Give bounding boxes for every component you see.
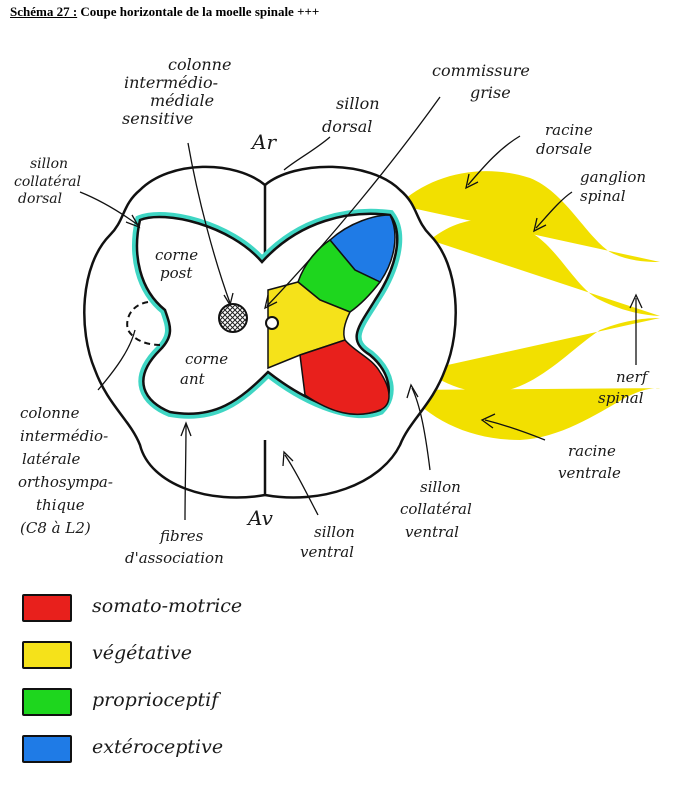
dorsal-root-inner [430,219,660,316]
zone-exteroceptive [328,214,396,283]
label-sillon-collateral-dorsal: sillon collatéral dorsal [14,156,81,207]
svg-text:ventrale: ventrale [558,464,621,482]
central-canal [265,316,279,330]
label-ar: Ar [250,130,277,154]
legend-swatch-vegetative [22,641,72,669]
svg-text:nerf: nerf [616,368,650,386]
svg-text:ant: ant [180,370,206,388]
label-fibres-association: fibres d'association [125,527,224,567]
svg-text:sillon: sillon [336,94,380,113]
svg-text:sillon: sillon [314,523,355,541]
svg-text:corne: corne [155,246,198,264]
svg-text:intermédio-: intermédio- [20,427,108,445]
svg-text:grise: grise [470,83,511,102]
svg-text:ventral: ventral [300,543,354,561]
legend-swatch-exteroceptive [22,735,72,763]
legend-label-vegetative: végétative [92,642,193,664]
svg-text:(C8 à L2): (C8 à L2) [20,519,91,537]
label-sillon-collateral-ventral: sillon collatéral ventral [400,478,472,541]
svg-text:spinal: spinal [598,389,644,407]
svg-text:commissure: commissure [432,61,530,80]
svg-text:orthosympa-: orthosympa- [18,473,113,491]
label-nerf-spinal: nerf spinal [598,368,650,407]
legend-label-somato-motrice: somato-motrice [92,595,243,617]
label-sillon-dorsal: sillon dorsal [322,94,380,136]
legend-label-proprioceptif: proprioceptif [92,689,219,711]
svg-text:dorsal: dorsal [322,117,372,136]
svg-text:fibres: fibres [159,527,204,545]
figure-title-text: Coupe horizontale de la moelle spinale +… [77,4,320,19]
svg-text:corne: corne [185,350,228,368]
svg-text:sensitive: sensitive [122,109,193,128]
figure-title: Schéma 27 : Coupe horizontale de la moel… [10,4,319,20]
svg-text:d'association: d'association [125,549,224,567]
ventral-root-outline [425,318,660,393]
svg-text:médiale: médiale [150,91,214,110]
svg-text:racine: racine [545,121,593,139]
svg-text:colonne: colonne [20,404,80,422]
ventral-root-inner [405,388,660,440]
svg-text:collatéral: collatéral [400,500,472,518]
label-corne-post: corne post [155,246,198,282]
svg-text:thique: thique [36,496,85,514]
svg-text:collatéral: collatéral [14,174,81,190]
svg-text:dorsale: dorsale [536,140,592,158]
svg-text:post: post [160,264,193,282]
intermediolateral-column [126,301,161,346]
label-colonne-intermedio-laterale: colonne intermédio- latérale orthosympa-… [18,404,113,537]
svg-text:sillon: sillon [420,478,461,496]
label-ganglion-spinal: ganglion spinal [580,168,646,205]
pointer-lines [79,96,643,521]
svg-text:colonne: colonne [168,55,231,74]
svg-text:spinal: spinal [580,187,626,205]
svg-text:sillon: sillon [30,156,68,172]
label-colonne-intermedio-mediale: colonne intermédio- médiale sensitive [122,55,231,128]
svg-text:intermédio-: intermédio- [124,73,218,92]
legend-swatch-proprioceptif [22,688,72,716]
label-corne-ant: corne ant [180,350,228,388]
legend-label-exteroceptive: extéroceptive [92,736,224,758]
svg-text:latérale: latérale [22,450,81,468]
label-sillon-ventral: sillon ventral [300,523,355,561]
figure-number: Schéma 27 : [10,4,78,19]
legend-swatch-somato-motrice [22,594,72,622]
spinal-nerve-roots [398,171,660,440]
svg-text:racine: racine [568,442,616,460]
intermediomedial-column [218,303,248,333]
label-av: Av [246,506,274,530]
label-commissure-grise: commissure grise [432,61,530,102]
dorsal-root-outline [398,171,660,262]
svg-text:dorsal: dorsal [18,191,62,207]
svg-text:ganglion: ganglion [580,168,646,186]
svg-text:ventral: ventral [405,523,459,541]
label-racine-ventrale: racine ventrale [558,442,621,482]
zone-somato-motrice [299,339,390,416]
label-racine-dorsale: racine dorsale [536,121,593,158]
